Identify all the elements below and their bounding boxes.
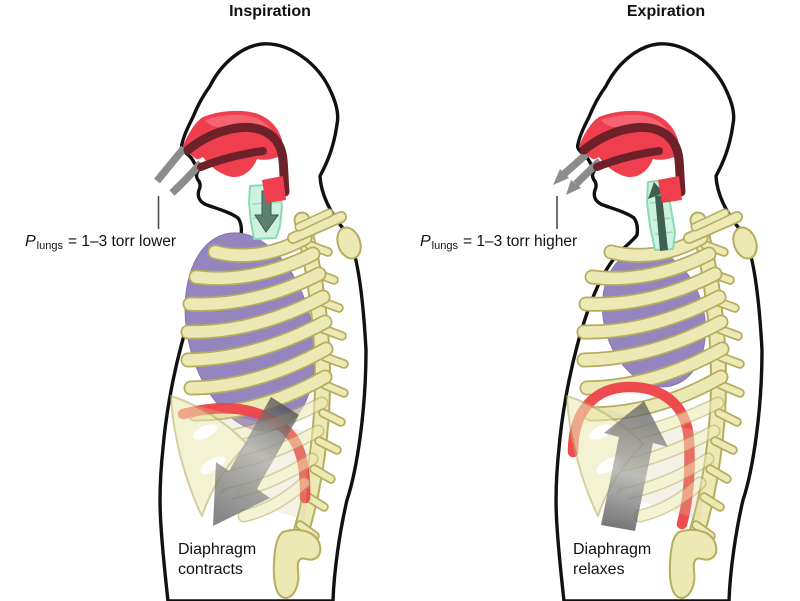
pressure-subscript: lungs [36, 240, 63, 252]
pressure-value: = 1–3 torr higher [462, 233, 578, 250]
trachea-arrow-up-icon [655, 195, 668, 251]
panel-title-inspiration: Inspiration [229, 3, 311, 20]
caption-line1: Diaphragm [573, 541, 652, 558]
air-out-mouth-arrowhead-icon [566, 180, 581, 195]
caption-line1: Diaphragm [178, 541, 257, 558]
figure-inspiration [154, 42, 366, 601]
air-out-nose-arrowhead-icon [553, 169, 569, 185]
pressure-label-expiration: Plungs = 1–3 torr higher [420, 233, 577, 252]
pressure-label-inspiration: Plungs = 1–3 torr lower [25, 233, 176, 252]
pressure-value: = 1–3 torr lower [67, 233, 177, 250]
diaphragm-motion-arrow-down-icon [213, 397, 299, 526]
diaphragm-motion-arrow-up-icon [601, 401, 668, 531]
air-in-nose-icon [154, 145, 187, 184]
panel-title-expiration: Expiration [626, 3, 706, 20]
pressure-subscript: lungs [431, 240, 458, 252]
trachea-arrowhead-up-icon [648, 182, 664, 199]
caption-line2: contracts [178, 561, 243, 578]
pressure-symbol: P [420, 233, 431, 250]
caption-line2: relaxes [573, 561, 625, 578]
caption-diaphragm-relaxes: Diaphragm relaxes [573, 540, 651, 580]
figure-expiration [553, 42, 762, 601]
pressure-symbol: P [25, 233, 36, 250]
caption-diaphragm-contracts: Diaphragm contracts [178, 540, 256, 580]
